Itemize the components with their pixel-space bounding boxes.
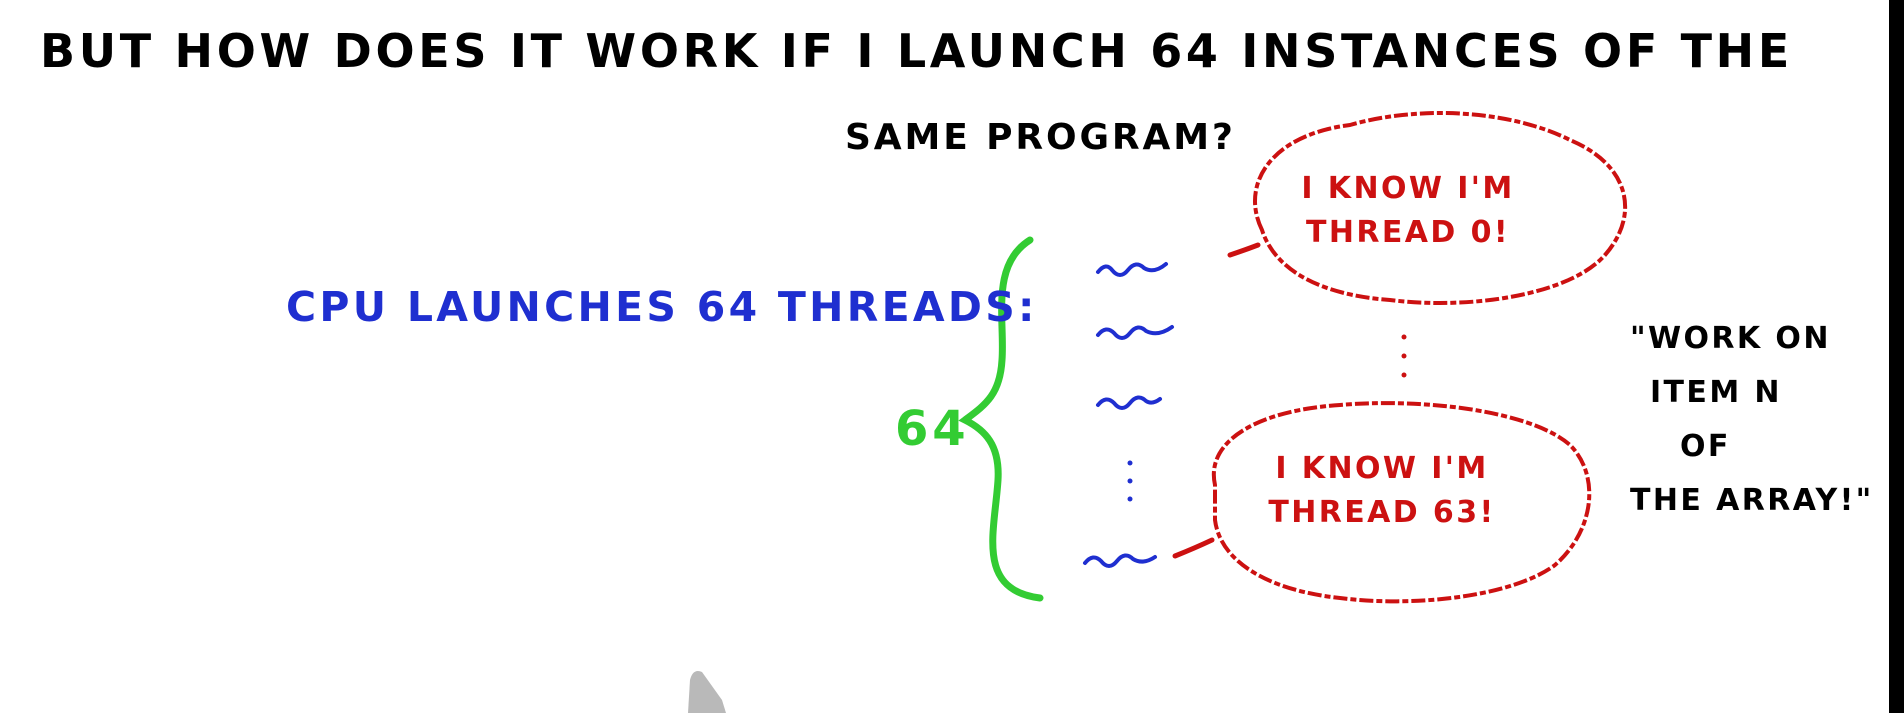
pointer-shadow [688,671,726,713]
thread-squiggle-0 [1096,262,1168,277]
thought-bubble-top [1253,111,1628,305]
bubble-top-connector [1227,242,1261,258]
thread-ellipsis [1127,460,1133,502]
curly-brace [958,236,1044,602]
thread-squiggle-2 [1096,395,1162,410]
work-annotation: "Work on item N of the array!" [1630,312,1874,528]
annotation-line-1: "Work on [1630,321,1831,356]
bubble-top-text: I know I'm thread 0! [1278,167,1538,254]
cpu-launch-label: CPU launches 64 threads: [286,283,1038,331]
annotation-line-3: of [1680,429,1731,464]
bubble-bottom-connector [1172,537,1215,559]
bubble-bottom-line-2: thread 63! [1268,494,1496,530]
bubble-ellipsis [1401,334,1407,378]
bubble-bottom-text: I know I'm thread 63! [1232,447,1532,534]
thought-bubble-bottom [1211,401,1592,604]
annotation-line-2: item N [1650,375,1782,410]
thread-count-label: 64 [895,401,970,457]
bubble-top-line-2: thread 0! [1306,214,1510,250]
thread-squiggle-63 [1083,553,1157,568]
bubble-bottom-line-1: I know I'm [1275,451,1489,486]
title-line-2: same program? [845,117,1236,158]
title-line-1: But how does it work if I launch 64 inst… [40,24,1793,78]
annotation-line-4: the array!" [1630,483,1874,518]
thread-squiggle-1 [1096,325,1174,340]
bubble-top-line-1: I know I'm [1301,171,1515,206]
